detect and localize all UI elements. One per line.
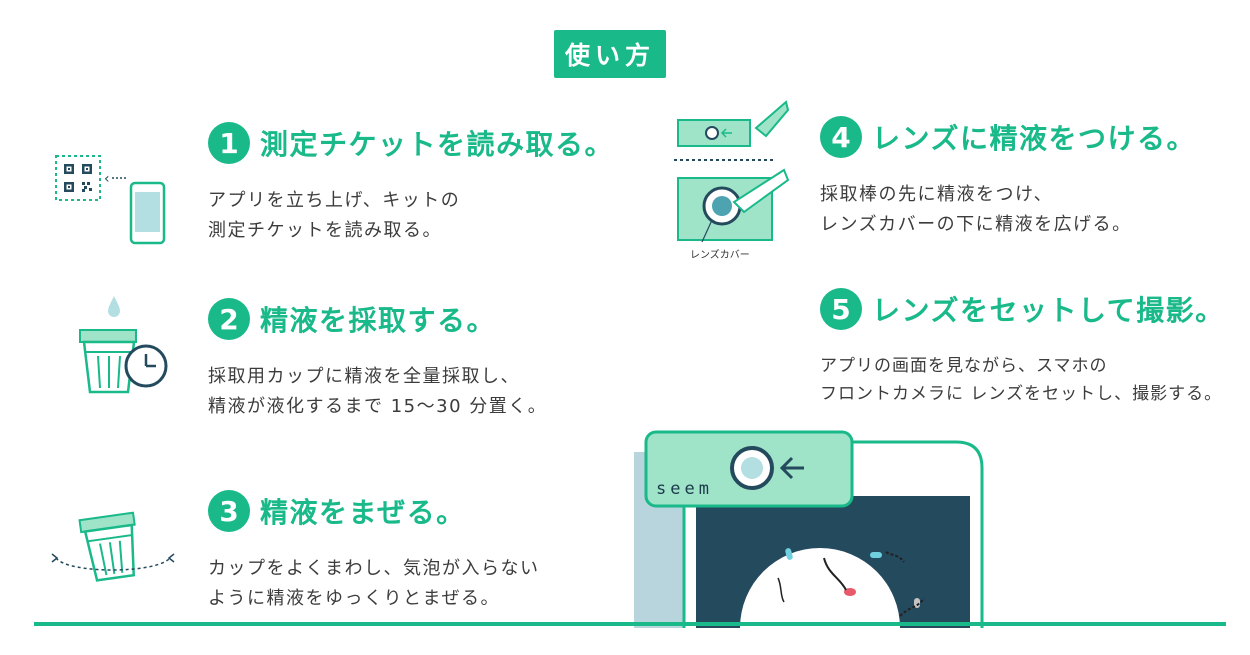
step-2-number: 2: [208, 298, 250, 340]
page-title: 使い方: [554, 30, 666, 78]
step-4-header: 4 レンズに精液をつける。: [820, 116, 1196, 158]
step-1: 1 測定チケットを読み取る。 アプリを立ち上げ、キットの 測定チケットを読み取る…: [208, 122, 614, 246]
step-4-number: 4: [820, 116, 862, 158]
step-3: 3 精液をまぜる。 カップをよくまわし、気泡が入らない ように精液をゆっくりとま…: [208, 490, 540, 614]
step-4: 4 レンズに精液をつける。 採取棒の先に精液をつけ、 レンズカバーの下に精液を広…: [820, 116, 1196, 240]
step-1-description: アプリを立ち上げ、キットの 測定チケットを読み取る。: [208, 190, 461, 241]
step-2-title: 精液を採取する。: [260, 304, 497, 337]
ground-line: [34, 622, 1226, 626]
cup-timer-icon: [79, 296, 168, 394]
step-2: 2 精液を採取する。 採取用カップに精液を全量採取し、 精液が液化するまで 15…: [208, 298, 547, 422]
step-4-title: レンズに精液をつける。: [872, 122, 1196, 155]
svg-text:‹: ‹: [104, 171, 110, 187]
step-5-number: 5: [820, 288, 862, 330]
step-5-title: レンズをセットして撮影。: [872, 294, 1225, 327]
step-3-title: 精液をまぜる。: [260, 496, 466, 529]
step-3-description: カップをよくまわし、気泡が入らない ように精液をゆっくりとまぜる。: [208, 558, 540, 609]
step-5: 5 レンズをセットして撮影。 アプリの画面を見ながら、スマホの フロントカメラに…: [820, 288, 1225, 408]
step-2-description: 採取用カップに精液を全量採取し、 精液が液化するまで 15〜30 分置く。: [208, 366, 548, 417]
phone-lens-icon: [634, 430, 984, 628]
step-1-header: 1 測定チケットを読み取る。: [208, 122, 614, 164]
qr-scan-phone-icon: ‹: [55, 155, 166, 245]
brand-label: seem: [656, 479, 713, 499]
step-3-number: 3: [208, 490, 250, 532]
step-5-header: 5 レンズをセットして撮影。: [820, 288, 1225, 330]
step-4-description: 採取棒の先に精液をつけ、 レンズカバーの下に精液を広げる。: [820, 184, 1132, 235]
step-5-description: アプリの画面を見ながら、スマホの フロントカメラに レンズをセットし、撮影する。: [820, 356, 1223, 404]
step-2-header: 2 精液を採取する。: [208, 298, 547, 340]
lens-cover-stick-icon: [674, 100, 790, 243]
step-1-number: 1: [208, 122, 250, 164]
step-1-title: 測定チケットを読み取る。: [260, 128, 615, 161]
step-3-header: 3 精液をまぜる。: [208, 490, 540, 532]
cup-swirl-icon: [51, 511, 175, 582]
lens-cover-label: レンズカバー: [690, 250, 750, 261]
